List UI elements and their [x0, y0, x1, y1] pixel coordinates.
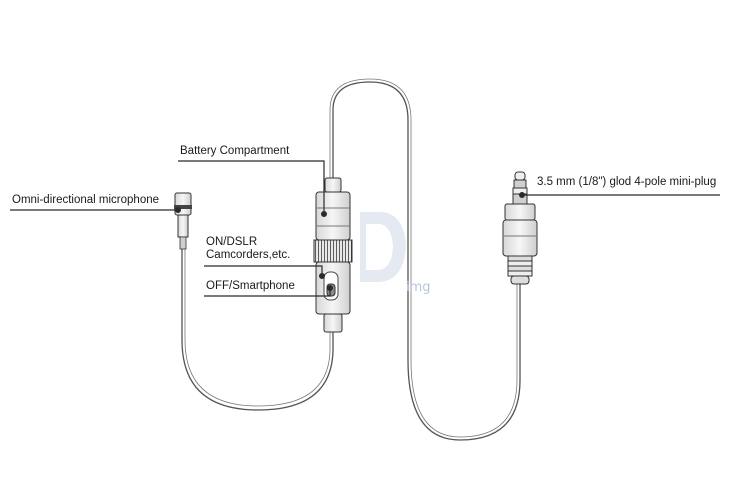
microphone-label: Omni-directional microphone	[12, 194, 160, 206]
off-position-label: OFF/Smartphone	[206, 280, 295, 292]
microphone-capsule	[174, 192, 192, 250]
battery-controller	[313, 177, 353, 333]
mini-plug	[502, 171, 538, 285]
leader-lines	[10, 160, 720, 297]
battery-compartment-label: Battery Compartment	[180, 145, 290, 157]
on-position-label-line1: ON/DSLR	[206, 236, 258, 248]
mini-plug-label: 3.5 mm (1/8") glod 4-pole mini-plug	[537, 176, 717, 188]
watermark-text: img	[406, 280, 431, 295]
loop-cable	[332, 81, 521, 441]
on-position-label-line2: Camcorders,etc.	[206, 249, 291, 261]
watermark-logo	[360, 212, 406, 282]
mic-cable	[181, 248, 334, 411]
